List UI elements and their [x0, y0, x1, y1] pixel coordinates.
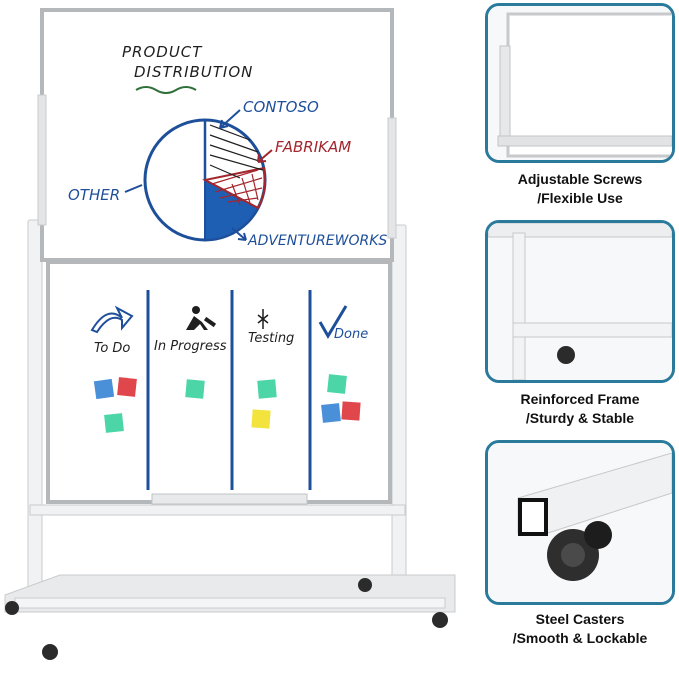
feature-title: Adjustable Screws: [517, 171, 643, 187]
feature-subtitle: /Sturdy & Stable: [525, 410, 635, 426]
bug-icon: [257, 309, 269, 329]
stand-frame: [4, 219, 456, 613]
column-label-testing: Testing: [248, 331, 294, 346]
column-label-done: Done: [334, 327, 368, 342]
sticky-note: [327, 374, 347, 394]
feature-caption-casters: Steel Casters /Smooth & Lockable: [480, 610, 679, 648]
feature-title: Reinforced Frame: [520, 391, 640, 407]
board-title-line2: DISTRIBUTION: [134, 63, 253, 81]
feature-title: Steel Casters: [535, 611, 625, 627]
pie-label-adventureworks: ADVENTUREWORKS: [247, 233, 387, 249]
caster-wheels: [5, 578, 448, 660]
detail-frame-screws: [485, 3, 675, 163]
marker-tray: [151, 493, 308, 505]
sticky-note: [251, 409, 271, 429]
adjustable-screw-closeup: [488, 6, 672, 160]
pie-drawing: [143, 118, 267, 242]
pie-label-other: OTHER: [68, 186, 120, 204]
sticky-note: [104, 413, 124, 433]
pie-label-contoso: CONTOSO: [243, 98, 319, 116]
board-title-line1: PRODUCT: [122, 43, 203, 61]
reinforced-frame-closeup: [488, 223, 672, 380]
sticky-note: [185, 379, 205, 399]
kanban-dividers: [146, 290, 312, 490]
sticky-notes: [93, 374, 361, 433]
feature-caption-screws: Adjustable Screws /Flexible Use: [480, 170, 679, 208]
feature-subtitle: /Flexible Use: [537, 190, 623, 206]
title-underline: [135, 86, 197, 94]
arrow-icon: [90, 305, 134, 334]
sticky-note: [341, 401, 361, 421]
worker-icon: [186, 306, 217, 330]
sticky-note: [117, 377, 137, 397]
pie-label-fabrikam: FABRIKAM: [275, 138, 351, 156]
feature-caption-reinforced: Reinforced Frame /Sturdy & Stable: [480, 390, 679, 428]
checkmark-icon: [318, 305, 348, 339]
detail-frame-casters: [485, 440, 675, 605]
feature-subtitle: /Smooth & Lockable: [512, 630, 648, 646]
column-label-todo: To Do: [94, 341, 130, 356]
sticky-note: [93, 378, 115, 400]
column-label-inprogress: In Progress: [154, 339, 227, 354]
sticky-note: [321, 403, 341, 423]
detail-frame-reinforced: [485, 220, 675, 383]
caster-closeup: [488, 443, 672, 602]
sticky-note: [257, 379, 277, 399]
